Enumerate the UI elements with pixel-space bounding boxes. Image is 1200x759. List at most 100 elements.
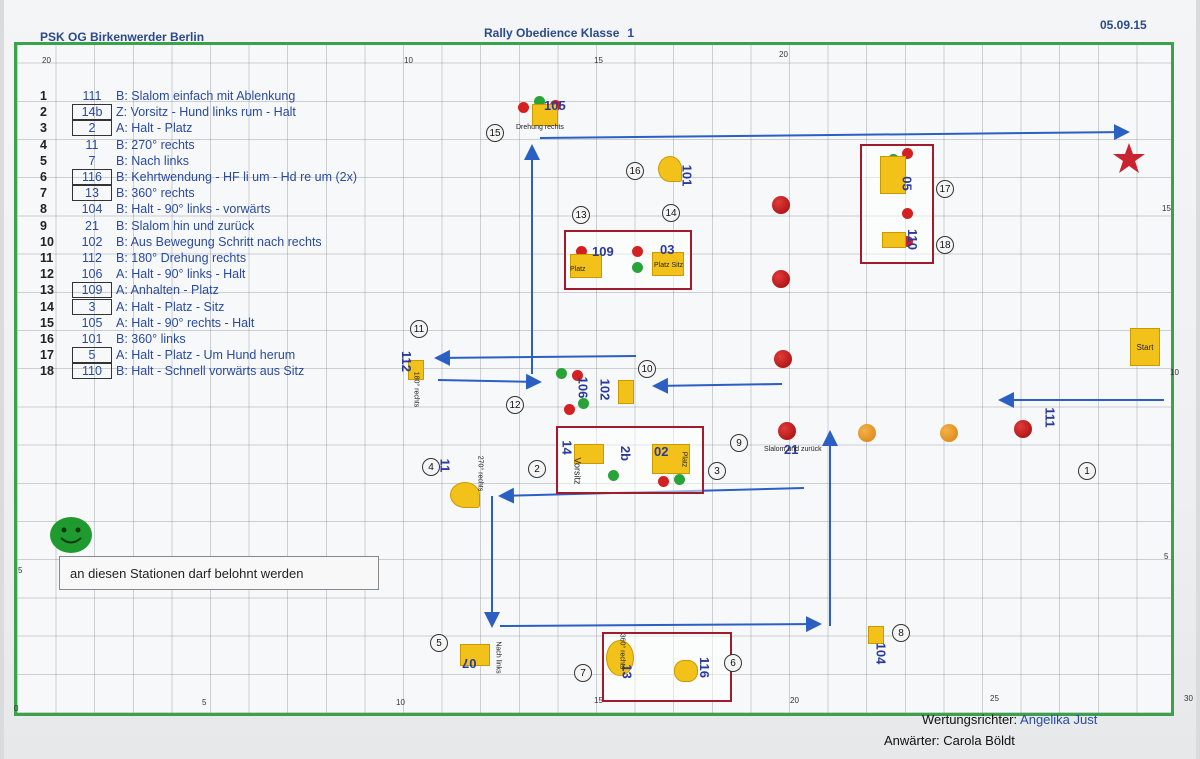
station-sign	[532, 104, 558, 126]
station-code: 102	[81, 234, 103, 249]
station-code: 11	[85, 137, 99, 152]
station-code: 5	[72, 347, 112, 364]
station-number: 8	[892, 624, 910, 642]
marker-red	[902, 148, 913, 159]
station-code: 105	[81, 315, 103, 330]
cone-orange	[940, 424, 958, 442]
candidate-line: Anwärter: Carola Böldt	[884, 733, 1015, 748]
station-code: 116	[72, 169, 112, 186]
judge-line: Wertungsrichter: Angelika Just	[922, 712, 1097, 727]
axis-bottom-label: 30	[1184, 694, 1193, 703]
station-code: 3	[72, 298, 112, 315]
station-description: B: Slalom hin und zurück	[116, 218, 255, 233]
axis-right-label: 10	[1170, 368, 1179, 377]
axis-bottom-label: 20	[790, 696, 799, 705]
marker-red	[572, 370, 583, 381]
station-code: 109	[72, 282, 112, 299]
sign-code: 105	[544, 98, 566, 113]
station-number: 9	[730, 434, 748, 452]
station-no: 1	[40, 89, 47, 104]
marker-red	[658, 476, 669, 487]
sign-code: 110	[904, 229, 920, 250]
path-arrow	[652, 377, 783, 394]
candidate-label: Anwärter:	[884, 733, 940, 748]
station-code: 7	[88, 153, 96, 168]
marker-red	[632, 246, 643, 257]
station-code: 110	[72, 363, 112, 380]
station-number: 18	[936, 236, 954, 254]
station-sign	[460, 644, 490, 666]
station-description: B: 360° links	[116, 331, 186, 346]
station-description: Z: Vorsitz - Hund links rum - Halt	[116, 105, 296, 120]
station-no: 7	[40, 186, 47, 201]
title-text: Rally Obedience Klasse	[484, 26, 620, 40]
sign-code: 07	[462, 656, 477, 671]
station-no: 14	[40, 299, 54, 314]
judge-name: Angelika Just	[1020, 712, 1098, 727]
station-number: 7	[574, 664, 592, 682]
sign-code: 104	[873, 642, 889, 665]
start-sign: Start	[1130, 328, 1160, 366]
cone-red	[774, 350, 792, 368]
sign-label: 180° rechts	[412, 371, 420, 408]
sign-code: 03	[660, 242, 675, 257]
station-code: 14b	[72, 104, 112, 121]
station-sign	[652, 252, 684, 276]
station-no: 13	[40, 283, 54, 298]
station-description: B: Nach links	[116, 153, 189, 168]
station-number: 13	[572, 206, 590, 224]
station-sign	[408, 360, 424, 380]
marker-red	[518, 102, 529, 113]
station-no: 5	[40, 153, 47, 168]
station-description: A: Halt - Platz	[116, 121, 193, 136]
sign-code: 111	[1042, 407, 1058, 428]
station-description: A: Anhalten - Platz	[116, 283, 219, 298]
cone-red	[1014, 420, 1032, 438]
candidate-name: Carola Böldt	[943, 733, 1015, 748]
sign-code: 2b	[618, 445, 634, 462]
judge-label: Wertungsrichter:	[922, 712, 1018, 727]
event-date: 05.09.15	[1100, 18, 1147, 32]
axis-left-label: 5	[18, 566, 23, 575]
station-description: B: Halt - 90° links - vorwärts	[116, 202, 271, 217]
station-number: 2	[528, 460, 546, 478]
club-name: PSK OG Birkenwerder Berlin	[40, 30, 205, 44]
sign-code: 21	[784, 442, 799, 457]
sign-code: 102	[597, 378, 613, 401]
axis-top-label: 20	[779, 50, 788, 59]
station-no: 8	[40, 202, 47, 217]
station-description: B: Aus Bewegung Schritt nach rechts	[116, 234, 322, 249]
sign-code: 02	[654, 444, 669, 459]
sign-code: 14	[559, 440, 575, 455]
station-number: 5	[430, 634, 448, 652]
cone-red	[772, 196, 790, 214]
station-description: A: Halt - 90° links - Halt	[116, 267, 246, 282]
station-description: B: 180° Drehung rechts	[116, 250, 247, 265]
marker-red	[902, 208, 913, 219]
path-arrow	[437, 373, 542, 390]
station-code: 13	[72, 185, 112, 202]
axis-top-label: 15	[594, 56, 603, 65]
station-code: 2	[72, 120, 112, 137]
station-description: B: 360° rechts	[116, 186, 195, 201]
course-grid	[14, 42, 1174, 716]
smiley-icon	[50, 517, 92, 553]
station-number: 3	[708, 462, 726, 480]
station-number: 17	[936, 180, 954, 198]
station-description: B: Slalom einfach mit Ablenkung	[116, 89, 296, 104]
station-number: 1	[1078, 462, 1096, 480]
sign-code: 116	[696, 657, 712, 678]
marker-green	[632, 262, 643, 273]
cone-red	[772, 270, 790, 288]
course-sheet: PSK OG Birkenwerder Berlin Rally Obedien…	[4, 0, 1196, 759]
station-number: 6	[724, 654, 742, 672]
